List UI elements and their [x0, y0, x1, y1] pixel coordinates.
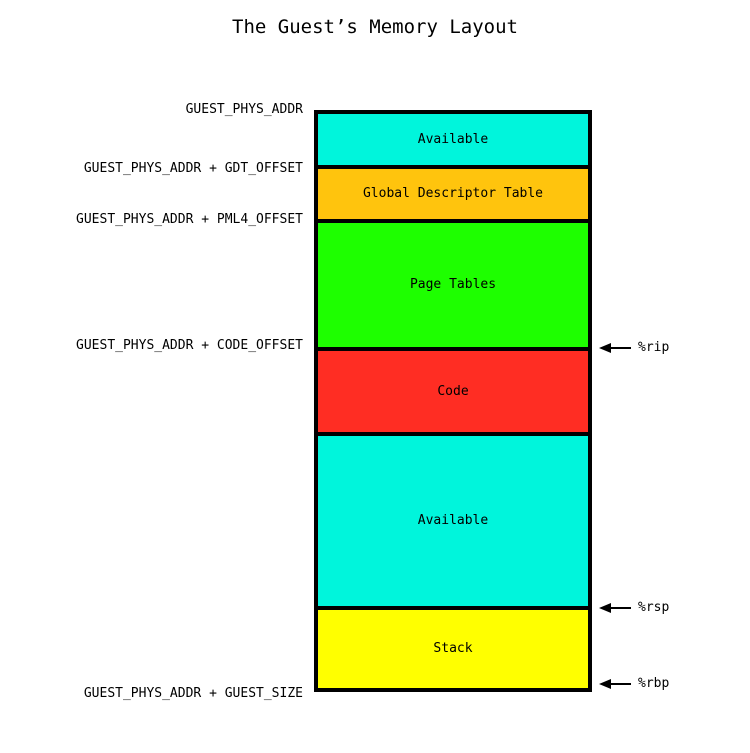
memory-segment-gdt: Global Descriptor Table [318, 169, 588, 223]
segment-label-available-bottom: Available [417, 513, 489, 528]
register-label-rip: %rip [638, 340, 670, 355]
memory-segment-code: Code [318, 351, 588, 436]
memory-segment-available-bottom: Available [318, 436, 588, 610]
guest-memory-box: Available Global Descriptor Table Page T… [314, 110, 592, 692]
address-label-guest-phys-addr: GUEST_PHYS_ADDR [185, 102, 303, 117]
segment-label-gdt: Global Descriptor Table [362, 186, 543, 201]
segment-label-page-tables: Page Tables [409, 277, 497, 292]
left-arrow-icon [599, 343, 631, 353]
address-label-code-offset: GUEST_PHYS_ADDR + CODE_OFFSET [76, 338, 303, 353]
diagram-title: The Guest’s Memory Layout [232, 16, 518, 38]
segment-label-code: Code [437, 383, 469, 399]
register-label-rsp: %rsp [638, 600, 670, 615]
register-label-rbp: %rbp [638, 676, 670, 691]
left-arrow-icon [599, 603, 631, 613]
register-pointer-rsp: %rsp [599, 601, 669, 615]
memory-segment-available-top: Available [318, 114, 588, 169]
address-label-pml4-offset: GUEST_PHYS_ADDR + PML4_OFFSET [76, 212, 303, 227]
memory-segment-page-tables: Page Tables [318, 223, 588, 351]
segment-label-available-top: Available [417, 131, 489, 147]
register-pointer-rbp: %rbp [599, 677, 669, 691]
memory-segment-stack: Stack [318, 610, 588, 688]
address-label-guest-size: GUEST_PHYS_ADDR + GUEST_SIZE [83, 686, 303, 701]
address-label-gdt-offset: GUEST_PHYS_ADDR + GDT_OFFSET [83, 161, 303, 176]
register-pointer-rip: %rip [599, 341, 669, 355]
left-arrow-icon [599, 679, 631, 689]
segment-label-stack: Stack [433, 641, 473, 656]
